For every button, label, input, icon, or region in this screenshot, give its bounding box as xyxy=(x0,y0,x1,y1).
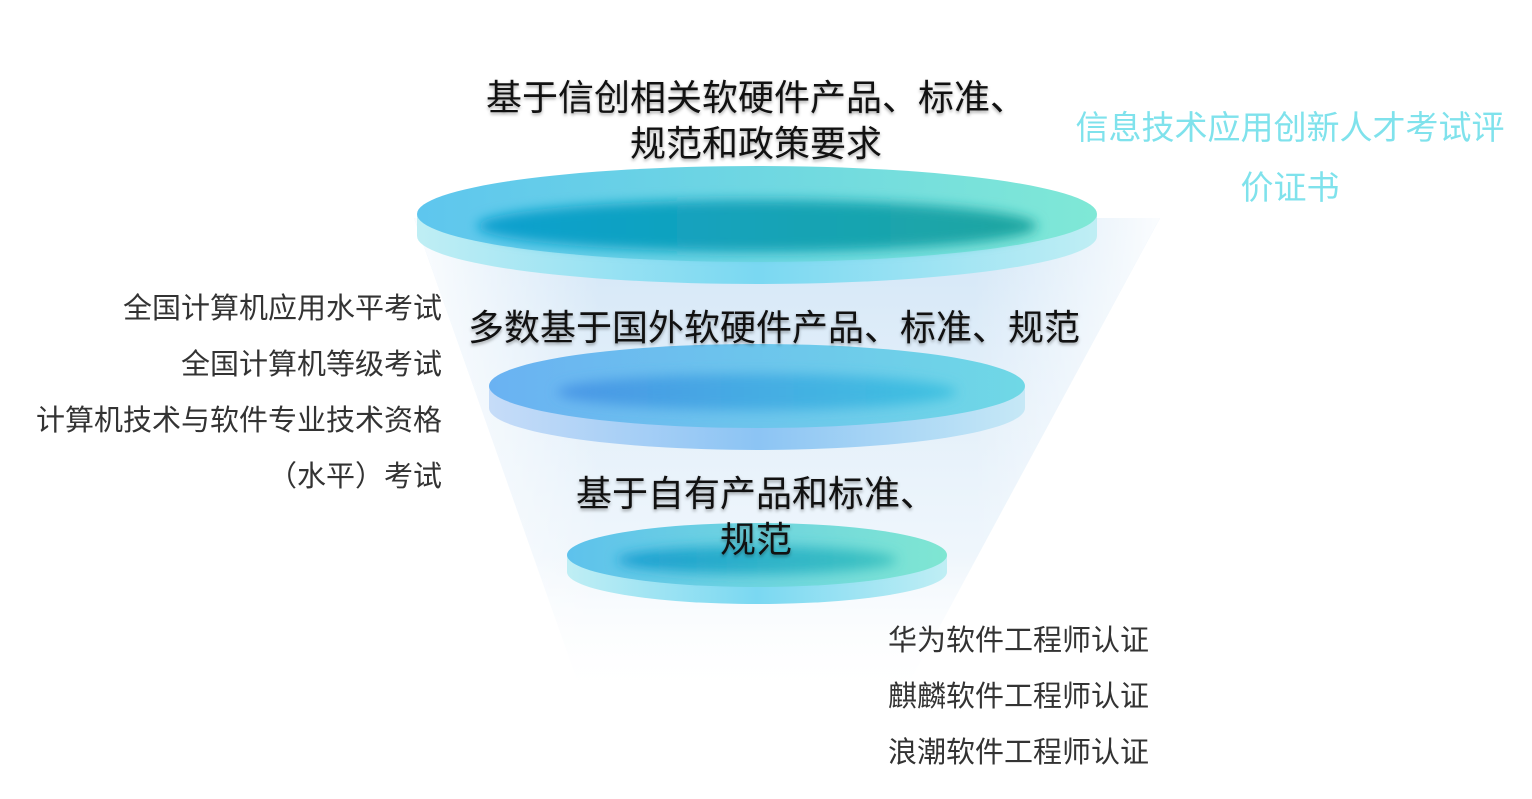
left-exam-list: 全国计算机应用水平考试 全国计算机等级考试 计算机技术与软件专业技术资格 （水平… xyxy=(36,280,442,504)
tier-1-label-line: 规范和政策要求 xyxy=(629,124,882,165)
tier-3-label-line: 规范 xyxy=(719,520,792,561)
list-item: 全国计算机等级考试 xyxy=(180,347,442,381)
tier-2-disc xyxy=(489,344,1025,450)
list-item: 浪潮软件工程师认证 xyxy=(888,735,1150,769)
tier-3-disc xyxy=(567,523,947,604)
right-cert-list: 华为软件工程师认证 麒麟软件工程师认证 浪潮软件工程师认证 xyxy=(888,612,1149,780)
tier-1-label-line: 基于信创相关软硬件产品、标准、 xyxy=(485,78,1026,119)
cert-title: 信息技术应用创新人才考试评 价证书 xyxy=(1062,98,1518,218)
list-item: 华为软件工程师认证 xyxy=(888,623,1150,657)
tier-1-disc xyxy=(417,166,1097,284)
tier-1-label: 基于信创相关软硬件产品、标准、 规范和政策要求 xyxy=(456,76,1056,168)
tier-3-label: 基于自有产品和标准、 规范 xyxy=(566,472,946,564)
cert-title-line: 信息技术应用创新人才考试评 xyxy=(1075,108,1505,147)
tier-3-label-line: 基于自有产品和标准、 xyxy=(575,474,936,515)
list-item: （水平）考试 xyxy=(267,459,442,493)
list-item: 全国计算机应用水平考试 xyxy=(122,291,442,325)
list-item: 麒麟软件工程师认证 xyxy=(888,679,1150,713)
cert-title-line: 价证书 xyxy=(1240,168,1340,207)
tier-2-label-line: 多数基于国外软硬件产品、标准、规范 xyxy=(467,308,1080,349)
list-item: 计算机技术与软件专业技术资格 xyxy=(35,403,442,437)
tier-2-label: 多数基于国外软硬件产品、标准、规范 xyxy=(444,306,1104,352)
